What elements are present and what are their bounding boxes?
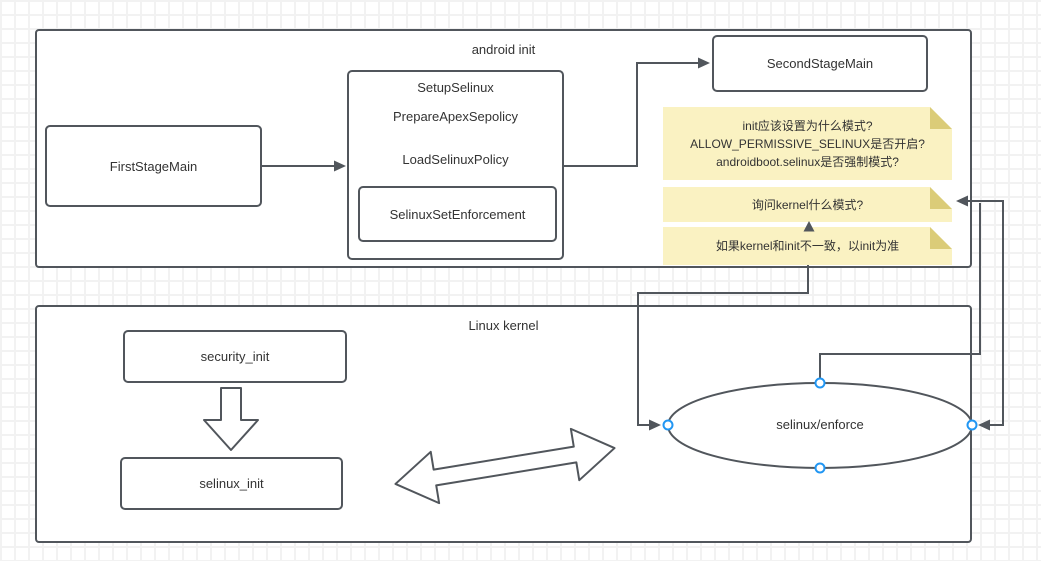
note-consistency-text: 如果kernel和init不一致，以init为准 [715,239,900,253]
arrowhead-into-enforce-right [978,419,990,431]
selinux-enforce-node[interactable]: selinux/enforce [668,417,972,432]
note-ask-kernel-text: 询问kernel什么模式? [751,197,864,212]
security-init-node[interactable]: security_init [123,330,347,383]
setup-selinux-node[interactable]: SetupSelinux PrepareApexSepolicy LoadSel… [347,70,564,260]
note-consistency[interactable]: 如果kernel和init不一致，以init为准 [663,227,952,265]
load-selinux-policy-label: LoadSelinuxPolicy [402,152,509,167]
note-init-mode-line1: init应该设置为什么模式? [742,118,873,133]
first-stage-main-node[interactable]: FirstStageMain [45,125,262,207]
setup-selinux-label: SetupSelinux [417,80,494,95]
note-init-mode-line3: androidboot.selinux是否强制模式? [716,154,899,169]
first-stage-main-label: FirstStageMain [109,158,198,174]
prepare-apex-sepolicy-label: PrepareApexSepolicy [392,109,519,124]
selinux-enforce-label: selinux/enforce [776,417,864,432]
android-init-title: android init [471,42,536,57]
selinux-set-enforcement-node[interactable]: SelinuxSetEnforcement [358,186,557,242]
security-init-label: security_init [200,349,270,364]
note-init-mode-line2: ALLOW_PERMISSIVE_SELINUX是否开启? [690,136,925,151]
selinux-init-label: selinux_init [199,476,264,491]
selinux-set-enforcement-label: SelinuxSetEnforcement [389,206,526,222]
note-init-mode[interactable]: init应该设置为什么模式? ALLOW_PERMISSIVE_SELINUX是… [663,107,952,180]
linux-kernel-title: Linux kernel [468,318,539,333]
second-stage-main-node[interactable]: SecondStageMain [712,35,928,92]
selinux-init-node[interactable]: selinux_init [120,457,343,510]
second-stage-main-label: SecondStageMain [766,56,874,71]
note-ask-kernel[interactable]: 询问kernel什么模式? [663,187,952,222]
